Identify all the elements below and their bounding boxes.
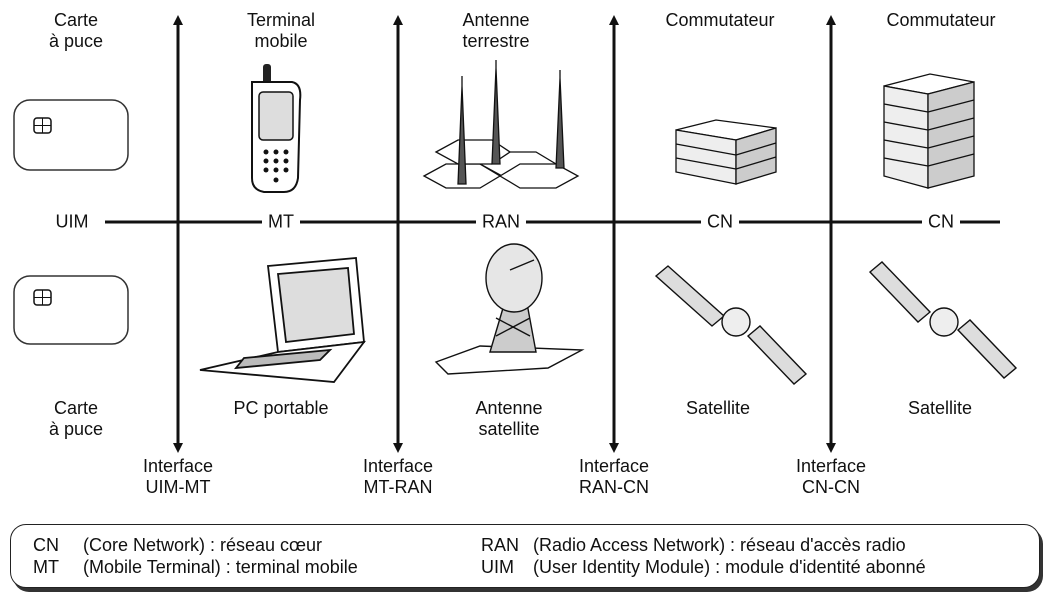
switch-icon bbox=[883, 73, 975, 189]
row-label-ran: RAN bbox=[475, 211, 527, 233]
interface-label-ran-cn: Interface RAN-CN bbox=[578, 456, 650, 497]
laptop-icon bbox=[199, 257, 366, 383]
col2-bottom-label: PC portable bbox=[233, 398, 329, 418]
interface-label-uim-mt: Interface UIM-MT bbox=[142, 456, 214, 497]
antenna-towers-icon bbox=[422, 60, 580, 189]
col2-top-label: Terminal mobile bbox=[246, 10, 316, 51]
legend-uim-abbr: UIM bbox=[481, 557, 514, 577]
smart-card-icon bbox=[13, 275, 129, 345]
legend-uim-text: (User Identity Module) : module d'identi… bbox=[533, 557, 926, 577]
interface-label-mt-ran: Interface MT-RAN bbox=[362, 456, 434, 497]
legend-mt-text: (Mobile Terminal) : terminal mobile bbox=[83, 557, 358, 577]
legend-mt-abbr: MT bbox=[33, 557, 59, 577]
legend-cn-abbr: CN bbox=[33, 535, 59, 555]
row-label-uim: UIM bbox=[49, 211, 95, 233]
satellite-dish-icon bbox=[434, 243, 585, 375]
smart-card-icon bbox=[13, 99, 129, 171]
col1-bottom-label: Carte à puce bbox=[48, 398, 104, 439]
legend-ran-abbr: RAN bbox=[481, 535, 520, 555]
interface-label-cn-cn: Interface CN-CN bbox=[795, 456, 867, 497]
switch-icon bbox=[675, 119, 777, 185]
mobile-phone-icon bbox=[251, 64, 302, 193]
col3-bottom-label: Antenne satellite bbox=[475, 398, 543, 439]
col4-top-label: Commutateur bbox=[665, 10, 775, 30]
row-label-cn-2: CN bbox=[922, 211, 960, 233]
col4-bottom-label: Satellite bbox=[685, 398, 751, 418]
col5-bottom-label: Satellite bbox=[907, 398, 973, 418]
legend-box: CN (Core Network) : réseau cœur MT (Mobi… bbox=[10, 524, 1040, 588]
col1-top-label: Carte à puce bbox=[48, 10, 104, 51]
row-label-mt: MT bbox=[262, 211, 300, 233]
col3-top-label: Antenne terrestre bbox=[462, 10, 530, 51]
row-label-cn: CN bbox=[701, 211, 739, 233]
col5-top-label: Commutateur bbox=[886, 10, 996, 30]
satellite-icon bbox=[868, 261, 1018, 379]
satellite-icon bbox=[654, 265, 808, 385]
legend-cn-text: (Core Network) : réseau cœur bbox=[83, 535, 323, 555]
legend-ran-text: (Radio Access Network) : réseau d'accès … bbox=[533, 535, 906, 555]
